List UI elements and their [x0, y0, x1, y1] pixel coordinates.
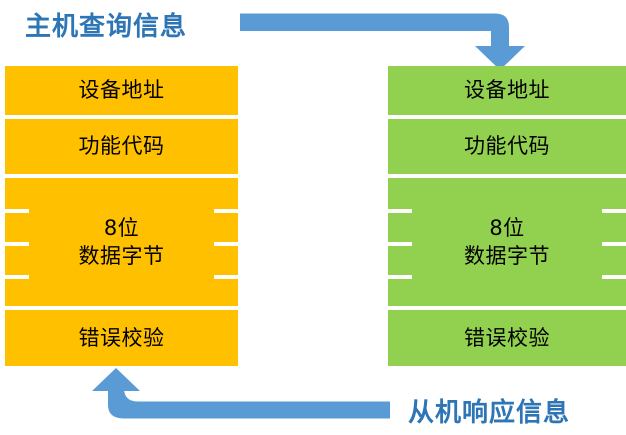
- field-label: 设备地址: [78, 78, 165, 103]
- response-caption: 从机响应信息: [408, 398, 571, 428]
- query-frame: 设备地址 功能代码 8位 数据字节 错误校验: [5, 66, 238, 366]
- field-label-line2: 数据字节: [464, 243, 550, 268]
- data-divider-tick: [5, 242, 29, 246]
- data-divider-tick: [388, 209, 412, 213]
- field-label-line2: 数据字节: [78, 243, 165, 268]
- response-field-error-check: 错误校验: [388, 310, 626, 366]
- query-field-data-bytes: 8位 数据字节: [5, 178, 238, 306]
- data-divider-tick: [388, 275, 412, 279]
- data-divider-tick: [214, 242, 238, 246]
- data-divider-tick: [602, 275, 626, 279]
- field-label: 错误校验: [78, 325, 165, 350]
- query-field-function-code: 功能代码: [5, 119, 238, 174]
- field-label: 错误校验: [464, 325, 550, 350]
- field-label: 设备地址: [464, 78, 550, 103]
- query-arrow: [240, 13, 525, 70]
- field-label: 功能代码: [464, 134, 550, 159]
- response-frame: 设备地址 功能代码 8位 数据字节 错误校验: [388, 66, 626, 366]
- response-field-device-address: 设备地址: [388, 66, 626, 115]
- response-field-function-code: 功能代码: [388, 119, 626, 174]
- field-label: 功能代码: [78, 134, 165, 159]
- data-divider-tick: [5, 209, 29, 213]
- query-field-device-address: 设备地址: [5, 66, 238, 115]
- query-field-error-check: 错误校验: [5, 310, 238, 366]
- field-label-line1: 8位: [103, 215, 140, 240]
- data-divider-tick: [214, 275, 238, 279]
- response-field-data-bytes: 8位 数据字节: [388, 178, 626, 306]
- data-divider-tick: [602, 209, 626, 213]
- data-divider-tick: [5, 275, 29, 279]
- data-divider-tick: [388, 242, 412, 246]
- field-label-line1: 8位: [489, 215, 525, 240]
- query-caption: 主机查询信息: [25, 12, 188, 42]
- data-divider-tick: [602, 242, 626, 246]
- response-arrow: [92, 368, 390, 419]
- data-divider-tick: [214, 209, 238, 213]
